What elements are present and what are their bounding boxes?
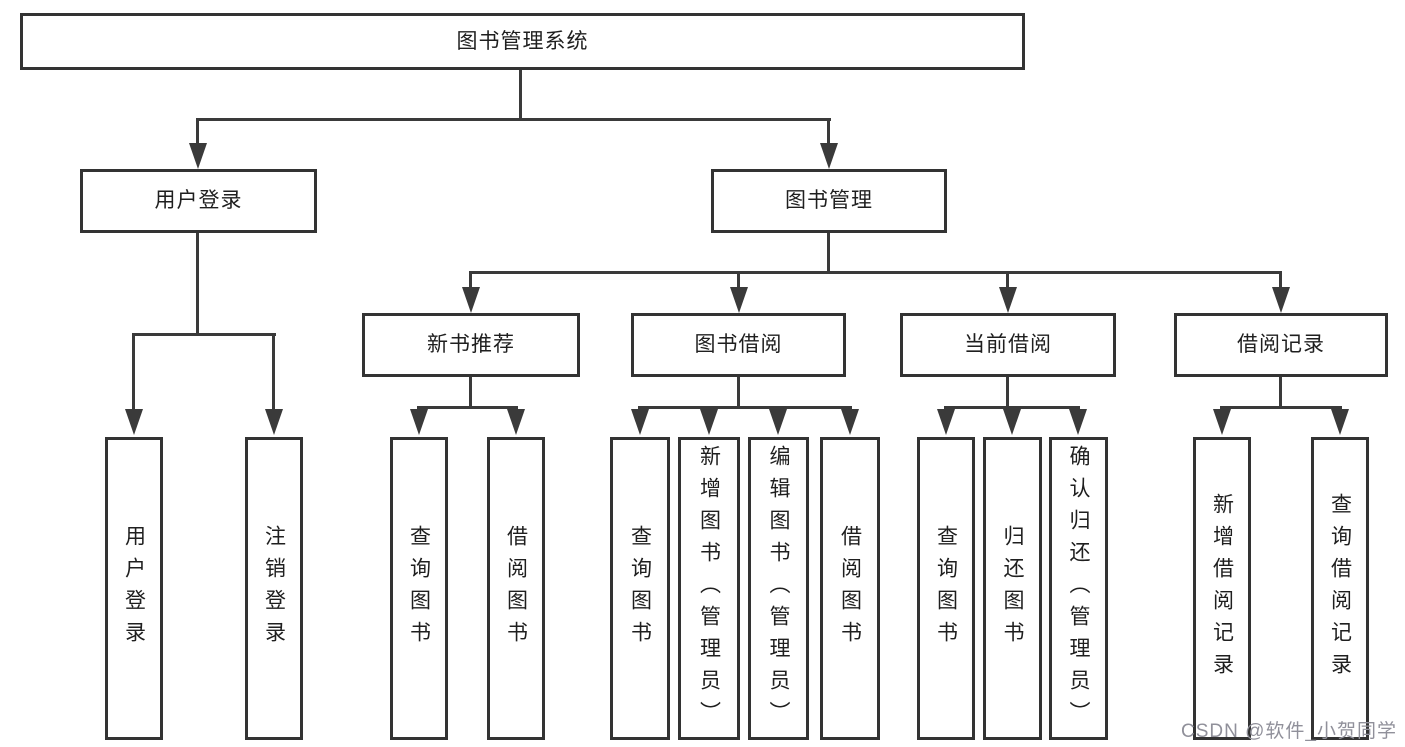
connector-line xyxy=(737,271,740,288)
connector-line xyxy=(1006,377,1009,409)
leaf-return-books: 归还图书 xyxy=(983,437,1042,740)
csdn-watermark: CSDN @软件_小贺同学 xyxy=(1181,721,1397,742)
connector-line xyxy=(196,233,199,336)
connector-line xyxy=(737,377,740,409)
leaf-user-login: 用户登录 xyxy=(105,437,163,740)
arrow-down-icon xyxy=(462,287,480,313)
node-label: 借阅图书 xyxy=(504,524,528,653)
arrow-down-icon xyxy=(1213,409,1231,435)
connector-line xyxy=(469,377,472,409)
node-label: 注销登录 xyxy=(262,524,286,653)
connector-line xyxy=(196,118,831,121)
leaf-borrow-books-recommend: 借阅图书 xyxy=(487,437,545,740)
connector-line xyxy=(1220,406,1342,409)
node-user-login: 用户登录 xyxy=(80,169,317,233)
arrow-down-icon xyxy=(265,409,283,435)
node-book-management: 图书管理 xyxy=(711,169,947,233)
arrow-down-icon xyxy=(507,409,525,435)
node-borrow-records: 借阅记录 xyxy=(1174,313,1388,377)
connector-line xyxy=(469,271,1282,274)
node-label: 用户登录 xyxy=(122,524,146,653)
connector-line xyxy=(944,406,1080,409)
leaf-add-borrow-record: 新增借阅记录 xyxy=(1193,437,1251,740)
node-label: 借阅记录 xyxy=(1237,333,1325,357)
node-label: 查询图书 xyxy=(934,524,958,653)
arrow-down-icon xyxy=(820,143,838,169)
arrow-down-icon xyxy=(410,409,428,435)
node-label: 查询图书 xyxy=(407,524,431,653)
connector-line xyxy=(638,406,852,409)
node-label: 图书管理系统 xyxy=(456,29,589,53)
arrow-down-icon xyxy=(841,409,859,435)
connector-line xyxy=(519,70,522,120)
arrow-down-icon xyxy=(1331,409,1349,435)
node-label: 新增图书（管理员） xyxy=(697,444,721,733)
arrow-down-icon xyxy=(189,143,207,169)
node-current-borrow: 当前借阅 xyxy=(900,313,1116,377)
node-label: 用户登录 xyxy=(154,189,243,213)
leaf-add-books-admin: 新增图书（管理员） xyxy=(678,437,740,740)
connector-line xyxy=(132,333,276,336)
arrow-down-icon xyxy=(999,287,1017,313)
connector-line xyxy=(1006,271,1009,288)
connector-line xyxy=(272,333,275,411)
arrow-down-icon xyxy=(730,287,748,313)
connector-line xyxy=(469,271,472,288)
arrow-down-icon xyxy=(769,409,787,435)
arrow-down-icon xyxy=(631,409,649,435)
leaf-query-books-borrow: 查询图书 xyxy=(610,437,670,740)
arrow-down-icon xyxy=(937,409,955,435)
node-label: 新增借阅记录 xyxy=(1210,492,1234,685)
node-book-borrow: 图书借阅 xyxy=(631,313,846,377)
connector-line xyxy=(1279,377,1282,409)
leaf-query-borrow-record: 查询借阅记录 xyxy=(1311,437,1369,740)
node-root: 图书管理系统 xyxy=(20,13,1025,70)
arrow-down-icon xyxy=(700,409,718,435)
leaf-query-books-current: 查询图书 xyxy=(917,437,975,740)
leaf-confirm-return-admin: 确认归还（管理员） xyxy=(1049,437,1108,740)
arrow-down-icon xyxy=(125,409,143,435)
arrow-down-icon xyxy=(1003,409,1021,435)
leaf-edit-books-admin: 编辑图书（管理员） xyxy=(748,437,809,740)
node-label: 借阅图书 xyxy=(838,524,862,653)
node-label: 归还图书 xyxy=(1001,524,1024,653)
connector-line xyxy=(827,232,830,273)
leaf-query-books-recommend: 查询图书 xyxy=(390,437,448,740)
arrow-down-icon xyxy=(1272,287,1290,313)
node-label: 确认归还（管理员） xyxy=(1067,444,1090,733)
connector-line xyxy=(196,118,199,145)
node-label: 新书推荐 xyxy=(427,333,515,357)
arrow-down-icon xyxy=(1069,409,1087,435)
node-label: 查询图书 xyxy=(628,524,652,653)
connector-line xyxy=(827,118,830,145)
connector-line xyxy=(132,333,135,411)
node-new-book-recommend: 新书推荐 xyxy=(362,313,580,377)
node-label: 当前借阅 xyxy=(964,333,1052,357)
connector-line xyxy=(417,406,518,409)
node-label: 图书借阅 xyxy=(694,333,783,357)
leaf-logout: 注销登录 xyxy=(245,437,303,740)
node-label: 图书管理 xyxy=(785,189,873,213)
connector-line xyxy=(1279,271,1282,288)
leaf-borrow-books: 借阅图书 xyxy=(820,437,880,740)
node-label: 查询借阅记录 xyxy=(1328,492,1352,685)
node-label: 编辑图书（管理员） xyxy=(767,444,790,733)
